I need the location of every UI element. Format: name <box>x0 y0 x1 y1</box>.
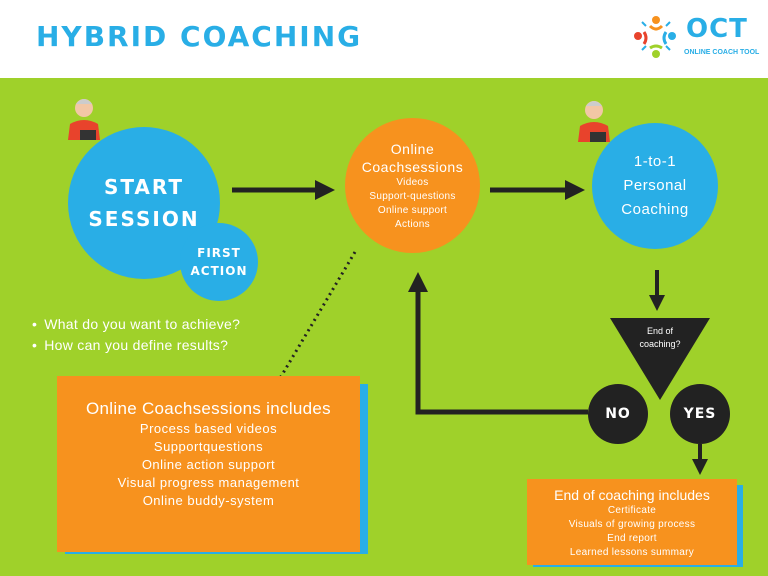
personal-line: Personal <box>623 177 687 194</box>
question-item: What do you want to achieve? <box>32 314 240 335</box>
online-includes-item: Visual progress management <box>117 475 300 490</box>
start-session-node: START SESSION <box>68 127 220 279</box>
coach-avatar-icon <box>578 101 610 142</box>
end-includes-box: End of coaching includes Certificate Vis… <box>527 479 737 565</box>
online-includes-title: Online Coachsessions includes <box>86 399 331 418</box>
decision-line: coaching? <box>639 339 681 349</box>
header: HYBRID COACHING OCT ONLINE COACH TOOL <box>0 0 768 78</box>
online-includes-box: Online Coachsessions includes Process ba… <box>57 376 360 552</box>
online-item: Videos <box>396 176 429 188</box>
logo-subtitle: ONLINE COACH TOOL <box>684 49 760 56</box>
yes-node: YES <box>670 384 730 444</box>
online-includes-item: Online buddy-system <box>142 493 275 508</box>
coach-avatar-icon <box>68 99 100 140</box>
online-item: Support-questions <box>369 190 456 202</box>
session-label: SESSION <box>88 207 200 231</box>
no-label: NO <box>605 406 631 422</box>
action-label: ACTION <box>190 264 248 278</box>
end-includes-title: End of coaching includes <box>554 487 710 503</box>
decision-line: End of <box>646 326 674 336</box>
online-includes-item: Supportquestions <box>153 439 264 454</box>
start-label: START <box>103 175 185 199</box>
end-includes-item: End report <box>607 533 657 544</box>
page-title: HYBRID COACHING <box>36 20 363 53</box>
first-action-node: FIRST ACTION <box>180 223 258 301</box>
yes-label: YES <box>683 406 717 422</box>
online-title-2: Coachsessions <box>361 158 464 175</box>
online-title-1: Online <box>390 140 435 157</box>
end-includes-item: Certificate <box>607 505 657 516</box>
people-circle-icon <box>634 16 676 58</box>
online-includes-item: Online action support <box>141 457 276 472</box>
personal-line: Coaching <box>621 201 689 218</box>
personal-line: 1-to-1 <box>633 153 677 170</box>
decision-triangle <box>610 318 710 400</box>
end-includes-item: Learned lessons summary <box>569 547 695 558</box>
decision-label: End of coaching? <box>620 325 700 351</box>
online-includes-item: Process based videos <box>139 421 278 436</box>
personal-coaching-node: 1-to-1 Personal Coaching <box>592 123 718 249</box>
oct-logo-icon <box>634 16 676 58</box>
online-item: Online support <box>377 204 448 216</box>
online-item: Actions <box>395 218 430 230</box>
dotted-connector <box>274 251 357 386</box>
no-node: NO <box>588 384 648 444</box>
end-includes-item: Visuals of growing process <box>568 519 696 530</box>
logo-name: OCT <box>686 14 748 44</box>
arrow-no-to-online <box>408 272 588 415</box>
question-list: What do you want to achieve? How can you… <box>32 314 240 356</box>
question-item: How can you define results? <box>32 335 240 356</box>
first-label: FIRST <box>197 246 241 260</box>
online-coachsessions-node: Online Coachsessions Videos Support-ques… <box>345 118 480 253</box>
